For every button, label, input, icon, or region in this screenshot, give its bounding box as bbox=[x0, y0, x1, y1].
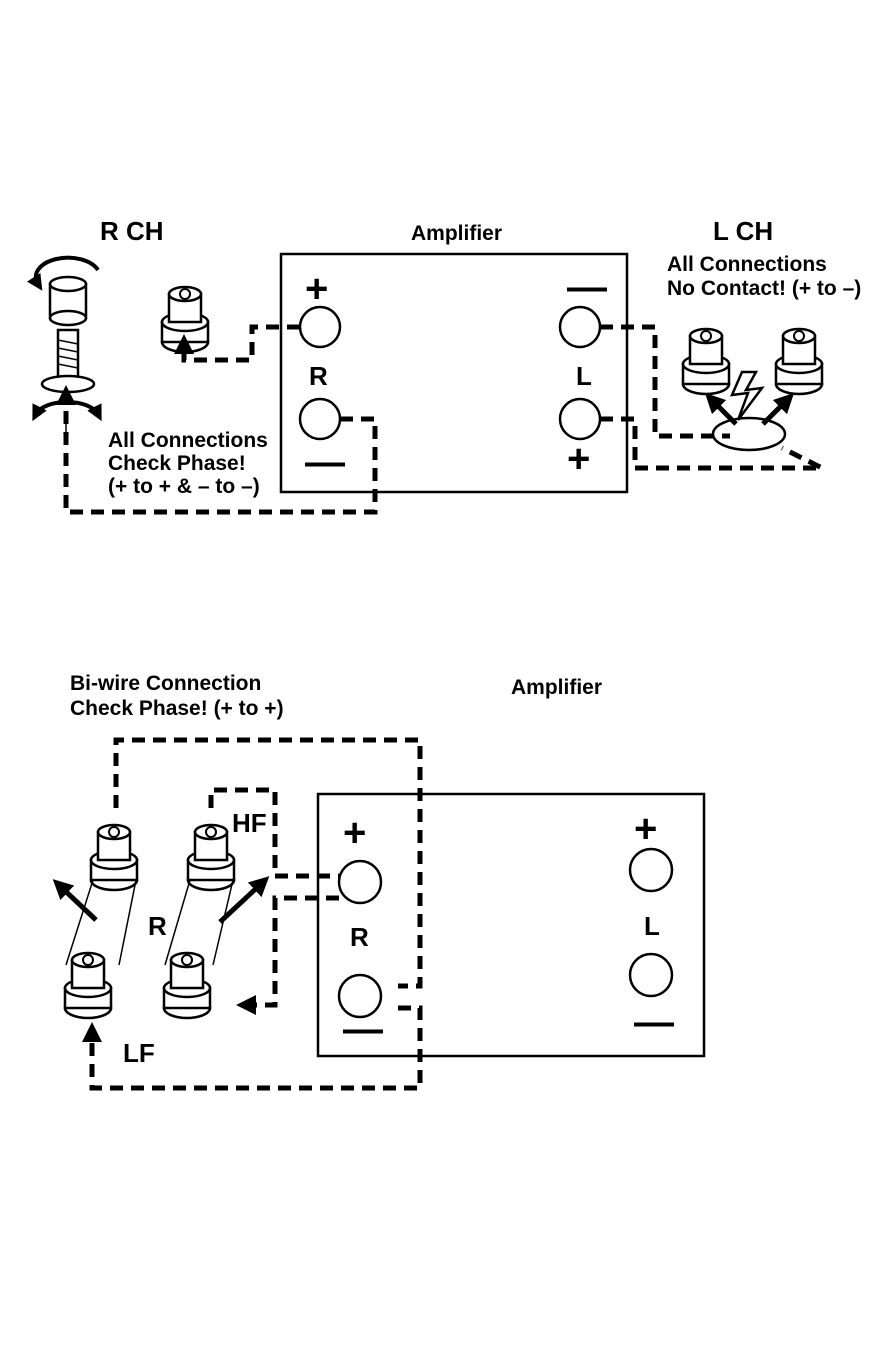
top-right-note-line-2: No Contact! (+ to –) bbox=[667, 277, 861, 300]
top-amp-l-plus-sign: + bbox=[567, 437, 590, 481]
bi-wire-title: Bi-wire Connection Check Phase! (+ to +) bbox=[70, 672, 284, 720]
top-left-note-line-2: Check Phase! bbox=[108, 452, 246, 475]
top-amp-l-plus-terminal bbox=[560, 399, 600, 439]
top-right-note-line-1: All Connections bbox=[667, 253, 827, 276]
l-ch-speaker-post-right-icon bbox=[776, 329, 822, 394]
bottom-amp-r-plus-terminal bbox=[339, 861, 381, 903]
top-amp-l-minus-sign: — bbox=[567, 265, 607, 309]
hf-negative-post-icon bbox=[91, 825, 137, 890]
bottom-amp-l-plus-sign: + bbox=[634, 807, 657, 851]
lf-positive-post-icon bbox=[164, 953, 210, 1018]
strap-remove-arrow-right-icon bbox=[220, 883, 262, 922]
bottom-amp-l-minus-sign: — bbox=[634, 1000, 674, 1044]
top-wire-l-plus bbox=[600, 419, 822, 468]
top-amplifier-label: Amplifier bbox=[411, 222, 502, 245]
hf-label: HF bbox=[232, 808, 267, 838]
bottom-amp-r-label: R bbox=[350, 922, 369, 952]
top-amp-l-minus-terminal bbox=[560, 307, 600, 347]
top-amp-r-plus-terminal bbox=[300, 307, 340, 347]
bottom-amp-l-minus-terminal bbox=[630, 954, 672, 996]
lf-negative-post-icon bbox=[65, 953, 111, 1018]
top-left-note-line-1: All Connections bbox=[108, 429, 268, 452]
speaker-r-label: R bbox=[148, 911, 167, 941]
bi-wire-title-line-2: Check Phase! (+ to +) bbox=[70, 697, 284, 720]
l-ch-speaker-post-left-icon bbox=[683, 329, 729, 394]
top-left-note-line-3: (+ to + & – to –) bbox=[108, 475, 260, 498]
bottom-amp-l-plus-terminal bbox=[630, 849, 672, 891]
r-ch-label: R CH bbox=[100, 216, 164, 246]
r-ch-speaker-post-icon bbox=[162, 287, 208, 352]
bottom-amp-r-plus-sign: + bbox=[343, 811, 366, 855]
bottom-amp-l-label: L bbox=[644, 911, 660, 941]
l-ch-label: L CH bbox=[713, 216, 773, 246]
top-diagram: R CH L CH Amplifier + — — + R L bbox=[36, 216, 861, 512]
lf-label: LF bbox=[123, 1038, 155, 1068]
top-amp-l-label: L bbox=[576, 361, 592, 391]
bottom-amp-r-minus-terminal bbox=[339, 975, 381, 1017]
top-amp-r-plus-sign: + bbox=[305, 267, 328, 311]
strap-remove-arrow-left-icon bbox=[60, 886, 96, 920]
r-ch-exploded-post-icon bbox=[36, 258, 98, 436]
top-right-note: All Connections No Contact! (+ to –) bbox=[667, 253, 861, 300]
lf-hf-negative-strap-2 bbox=[119, 880, 136, 965]
top-amp-r-minus-terminal bbox=[300, 399, 340, 439]
bottom-diagram: Bi-wire Connection Check Phase! (+ to +)… bbox=[60, 672, 704, 1088]
top-left-note: All Connections Check Phase! (+ to + & –… bbox=[108, 429, 274, 498]
bi-wire-title-line-1: Bi-wire Connection bbox=[70, 672, 261, 695]
hf-positive-post-icon bbox=[188, 825, 234, 890]
top-amp-r-label: R bbox=[309, 361, 328, 391]
bottom-amplifier-label: Amplifier bbox=[511, 676, 602, 699]
top-amp-r-minus-sign: — bbox=[305, 440, 345, 484]
